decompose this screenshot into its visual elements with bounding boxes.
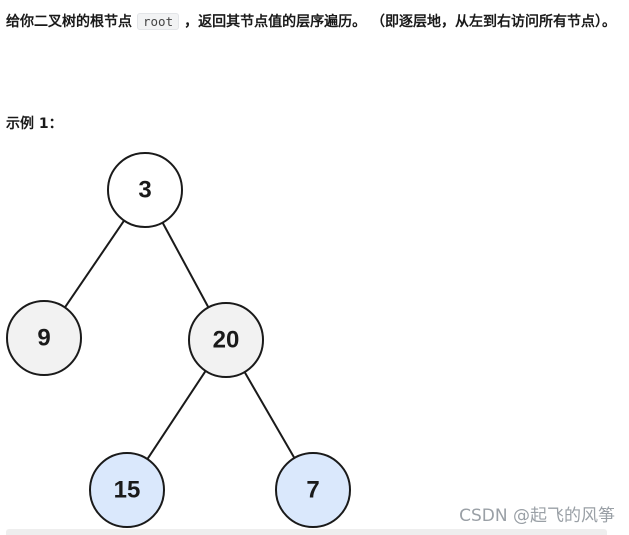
- tree-node-label: 15: [114, 477, 141, 504]
- problem-text-after: 。 （即逐层地，从左到右访问所有节点）。: [352, 14, 616, 30]
- tree-edge-n20-n7: [243, 371, 296, 459]
- tree-node-circle: [188, 302, 264, 378]
- tree-node-20: 20: [188, 302, 264, 378]
- tree-edge-n3-n9: [64, 220, 125, 308]
- tree-node-circle: [275, 452, 351, 528]
- tree-node-3: 3: [107, 152, 183, 228]
- tree-edge-n20-n15: [146, 370, 207, 460]
- watermark: CSDN @起飞的风筝: [459, 506, 615, 526]
- tree-node-7: 7: [275, 452, 351, 528]
- tree-edge-n3-n20: [161, 222, 210, 308]
- tree-node-circle: [89, 452, 165, 528]
- tree-node-label: 3: [138, 177, 151, 204]
- tree-node-circle: [6, 300, 82, 376]
- problem-statement: 给你二叉树的根节点 root，返回其节点值的层序遍历。 （即逐层地，从左到右访问所…: [6, 9, 616, 35]
- example-heading: 示例 1：: [6, 116, 63, 132]
- tree-nodes: 3 9 20 15 7: [6, 152, 351, 528]
- problem-text-middle: ，返回其节点值的: [184, 14, 297, 30]
- bottom-scroll-bar: [6, 529, 607, 535]
- tree-node-15: 15: [89, 452, 165, 528]
- tree-node-label: 7: [306, 477, 319, 504]
- problem-emphasis: 层序遍历: [296, 14, 353, 30]
- tree-node-label: 9: [37, 325, 50, 352]
- tree-edges: [64, 220, 296, 460]
- inline-code-root: root: [137, 13, 180, 30]
- tree-node-9: 9: [6, 300, 82, 376]
- tree-node-label: 20: [213, 327, 240, 354]
- problem-text-before: 给你二叉树的根节点: [6, 14, 132, 30]
- tree-node-circle: [107, 152, 183, 228]
